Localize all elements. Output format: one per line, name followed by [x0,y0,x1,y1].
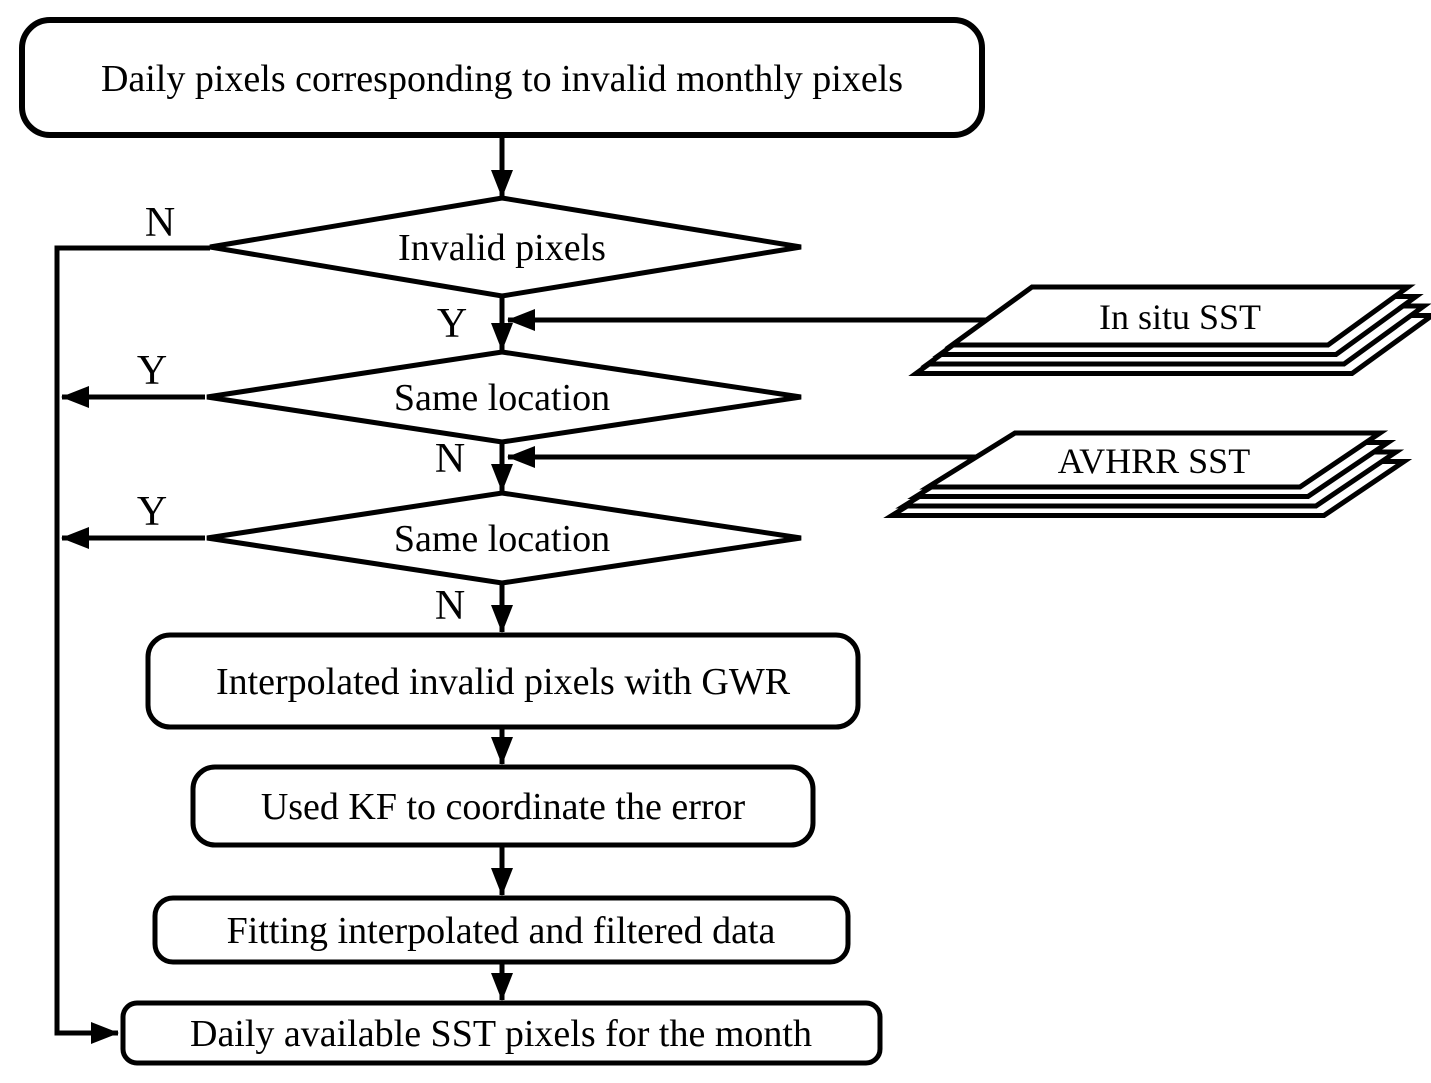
start-node: Daily pixels corresponding to invalid mo… [19,17,985,138]
edge-decision1-no-bypass [54,245,210,1044]
process-kf-label: Used KF to coordinate the error [261,786,746,828]
branch-label-decision2-yes: Y [137,348,167,394]
decision-invalid-pixels: Invalid pixels [209,195,802,299]
stack-avhrr-sst: AVHRR SST [883,430,1413,518]
final-node-box [120,1000,883,1066]
process-fitting-label: Fitting interpolated and filtered data [227,910,776,952]
decision-same-location-1: Same location [206,349,802,445]
start-node-label: Daily pixels corresponding to invalid mo… [101,58,903,100]
process-gwr: Interpolated invalid pixels with GWR [145,632,861,730]
branch-label-decision1-no: N [145,200,175,246]
decision1-diamond [209,195,802,299]
stack-in-situ-sst: In situ SST [908,284,1431,376]
decision3-diamond [206,490,802,586]
process-gwr-label: Interpolated invalid pixels with GWR [216,661,791,703]
process-gwr-box [145,632,861,730]
decision2-label: Same location [394,377,610,419]
branch-label-decision1-yes: Y [437,301,467,347]
process-kf-box [190,764,816,848]
process-fitting-box [152,895,851,965]
process-fitting: Fitting interpolated and filtered data [152,895,851,965]
stack-sheet [919,430,1389,490]
process-kalman-filter: Used KF to coordinate the error [190,764,816,848]
branch-label-decision3-no: N [435,583,465,629]
final-node: Daily available SST pixels for the month [120,1000,883,1066]
decision3-label: Same location [394,518,610,560]
decision2-diamond [206,349,802,445]
stack-avhrr-label: AVHRR SST [1058,441,1250,481]
decision1-label: Invalid pixels [398,227,606,269]
stack-sheet [944,284,1416,348]
edges [54,137,990,1044]
start-node-box [19,17,985,138]
branch-labels: N Y Y N Y N [137,200,467,629]
final-node-label: Daily available SST pixels for the month [190,1013,812,1055]
branch-label-decision2-no: N [435,436,465,482]
stack-insitu-label: In situ SST [1099,297,1261,337]
decision-same-location-2: Same location [206,490,802,586]
branch-label-decision3-yes: Y [137,489,167,535]
